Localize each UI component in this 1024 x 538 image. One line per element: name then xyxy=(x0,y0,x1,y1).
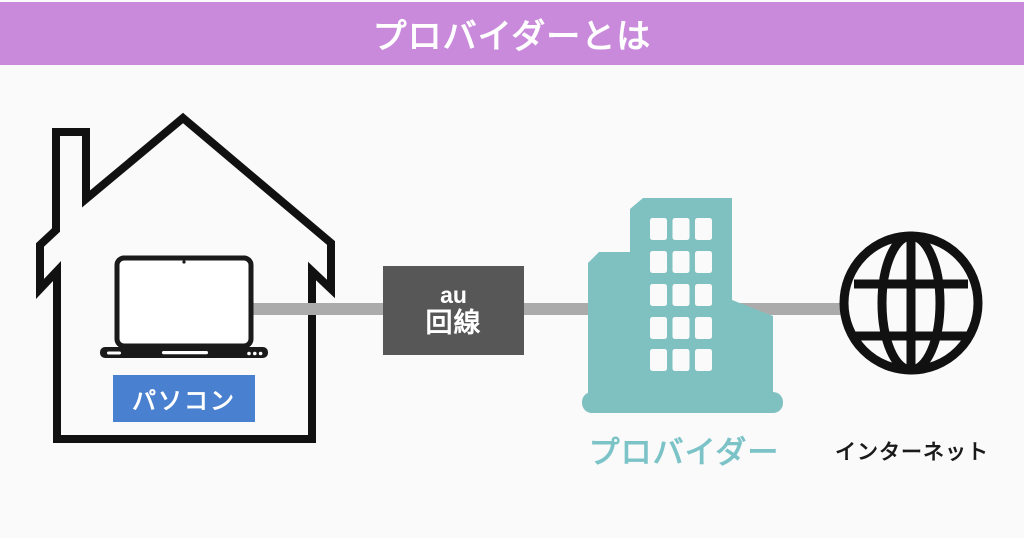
au-line-box: au 回線 xyxy=(383,266,524,355)
pc-label-text: パソコン xyxy=(132,388,236,415)
au-line-text-2: 回線 xyxy=(425,308,482,338)
pc-label-badge: パソコン xyxy=(113,375,255,422)
house-icon xyxy=(36,112,335,443)
office-building-icon xyxy=(582,198,783,413)
building-windows xyxy=(650,218,712,371)
laptop-webcam-dot xyxy=(182,260,186,264)
provider-label: プロバイダー xyxy=(588,435,780,470)
header-banner: プロバイダーとは xyxy=(0,2,1024,65)
globe-icon xyxy=(839,231,983,375)
laptop-icon xyxy=(100,255,268,358)
internet-label: インターネット xyxy=(835,441,989,464)
au-line-text-1: au xyxy=(440,282,467,308)
page-title: プロバイダーとは xyxy=(372,18,652,56)
